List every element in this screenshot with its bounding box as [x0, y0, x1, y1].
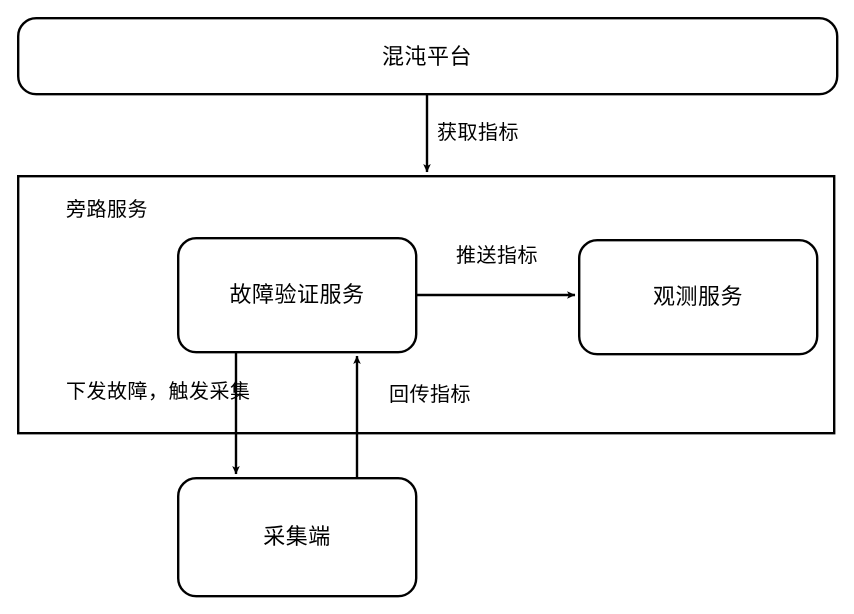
- node-box-fault-verification-service[interactable]: [176, 236, 418, 354]
- edge-label-push-metrics: 推送指标: [456, 245, 538, 267]
- node-label-chaos-platform: 混沌平台: [381, 44, 473, 69]
- node-box-chaos-platform[interactable]: [17, 17, 839, 96]
- node-box-observation-service[interactable]: [578, 238, 819, 356]
- edge-label-fetch-metrics: 获取指标: [437, 122, 519, 144]
- node-label-fault-verification-service: 故障验证服务: [229, 282, 365, 307]
- node-box-collector-agent[interactable]: [176, 477, 418, 598]
- group-label-bypass-service: 旁路服务: [66, 199, 148, 221]
- node-label-observation-service: 观测服务: [652, 284, 744, 309]
- edge-label-return-metrics: 回传指标: [389, 384, 471, 406]
- edge-label-dispatch-fault-trigger-collection: 下发故障，触发采集: [66, 381, 251, 403]
- node-label-collector-agent: 采集端: [263, 524, 331, 549]
